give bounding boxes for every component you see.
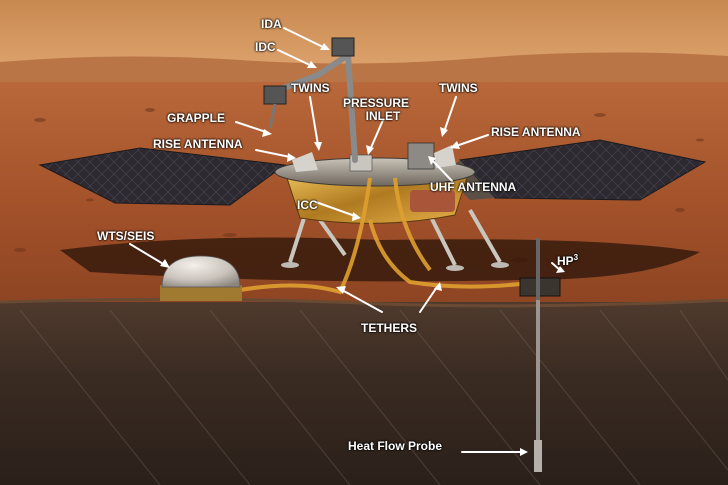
lander-legs	[288, 209, 502, 266]
label-ida: IDA	[261, 17, 282, 31]
label-icc: ICC	[297, 198, 318, 212]
uhf-antenna-body	[407, 142, 435, 170]
label-heat-flow-probe: Heat Flow Probe	[348, 439, 443, 453]
label-pressure-inlet: PRESSURE INLET	[343, 97, 409, 123]
leader-lines	[129, 27, 561, 453]
tethers	[239, 177, 521, 295]
subsurface-cutaway	[0, 302, 728, 485]
label-pressure-inlet-line1: PRESSURE	[343, 96, 410, 110]
left-solar-array	[38, 147, 287, 206]
robotic-arm	[275, 52, 358, 163]
label-hp3: HP3	[557, 253, 579, 268]
label-tethers: TETHERS	[361, 321, 418, 335]
label-idc: IDC	[255, 40, 276, 54]
label-uhf-antenna: UHF ANTENNA	[430, 180, 517, 194]
label-grapple: GRAPPLE	[167, 111, 226, 125]
subsurface-streaks	[19, 309, 728, 485]
label-twins-right: TWINS	[439, 81, 478, 95]
wts-seis-dome	[161, 255, 241, 288]
label-rise-antenna-right: RISE ANTENNA	[491, 125, 581, 139]
label-rise-antenna-left: RISE ANTENNA	[153, 137, 243, 151]
label-twins-left: TWINS	[291, 81, 330, 95]
leader-arrowheads	[160, 43, 565, 456]
label-pressure-inlet-line2: INLET	[365, 109, 401, 123]
label-wts-seis: WTS/SEIS	[97, 229, 155, 243]
label-hp3-base: HP	[557, 254, 574, 268]
label-hp3-superscript: 3	[573, 253, 579, 262]
